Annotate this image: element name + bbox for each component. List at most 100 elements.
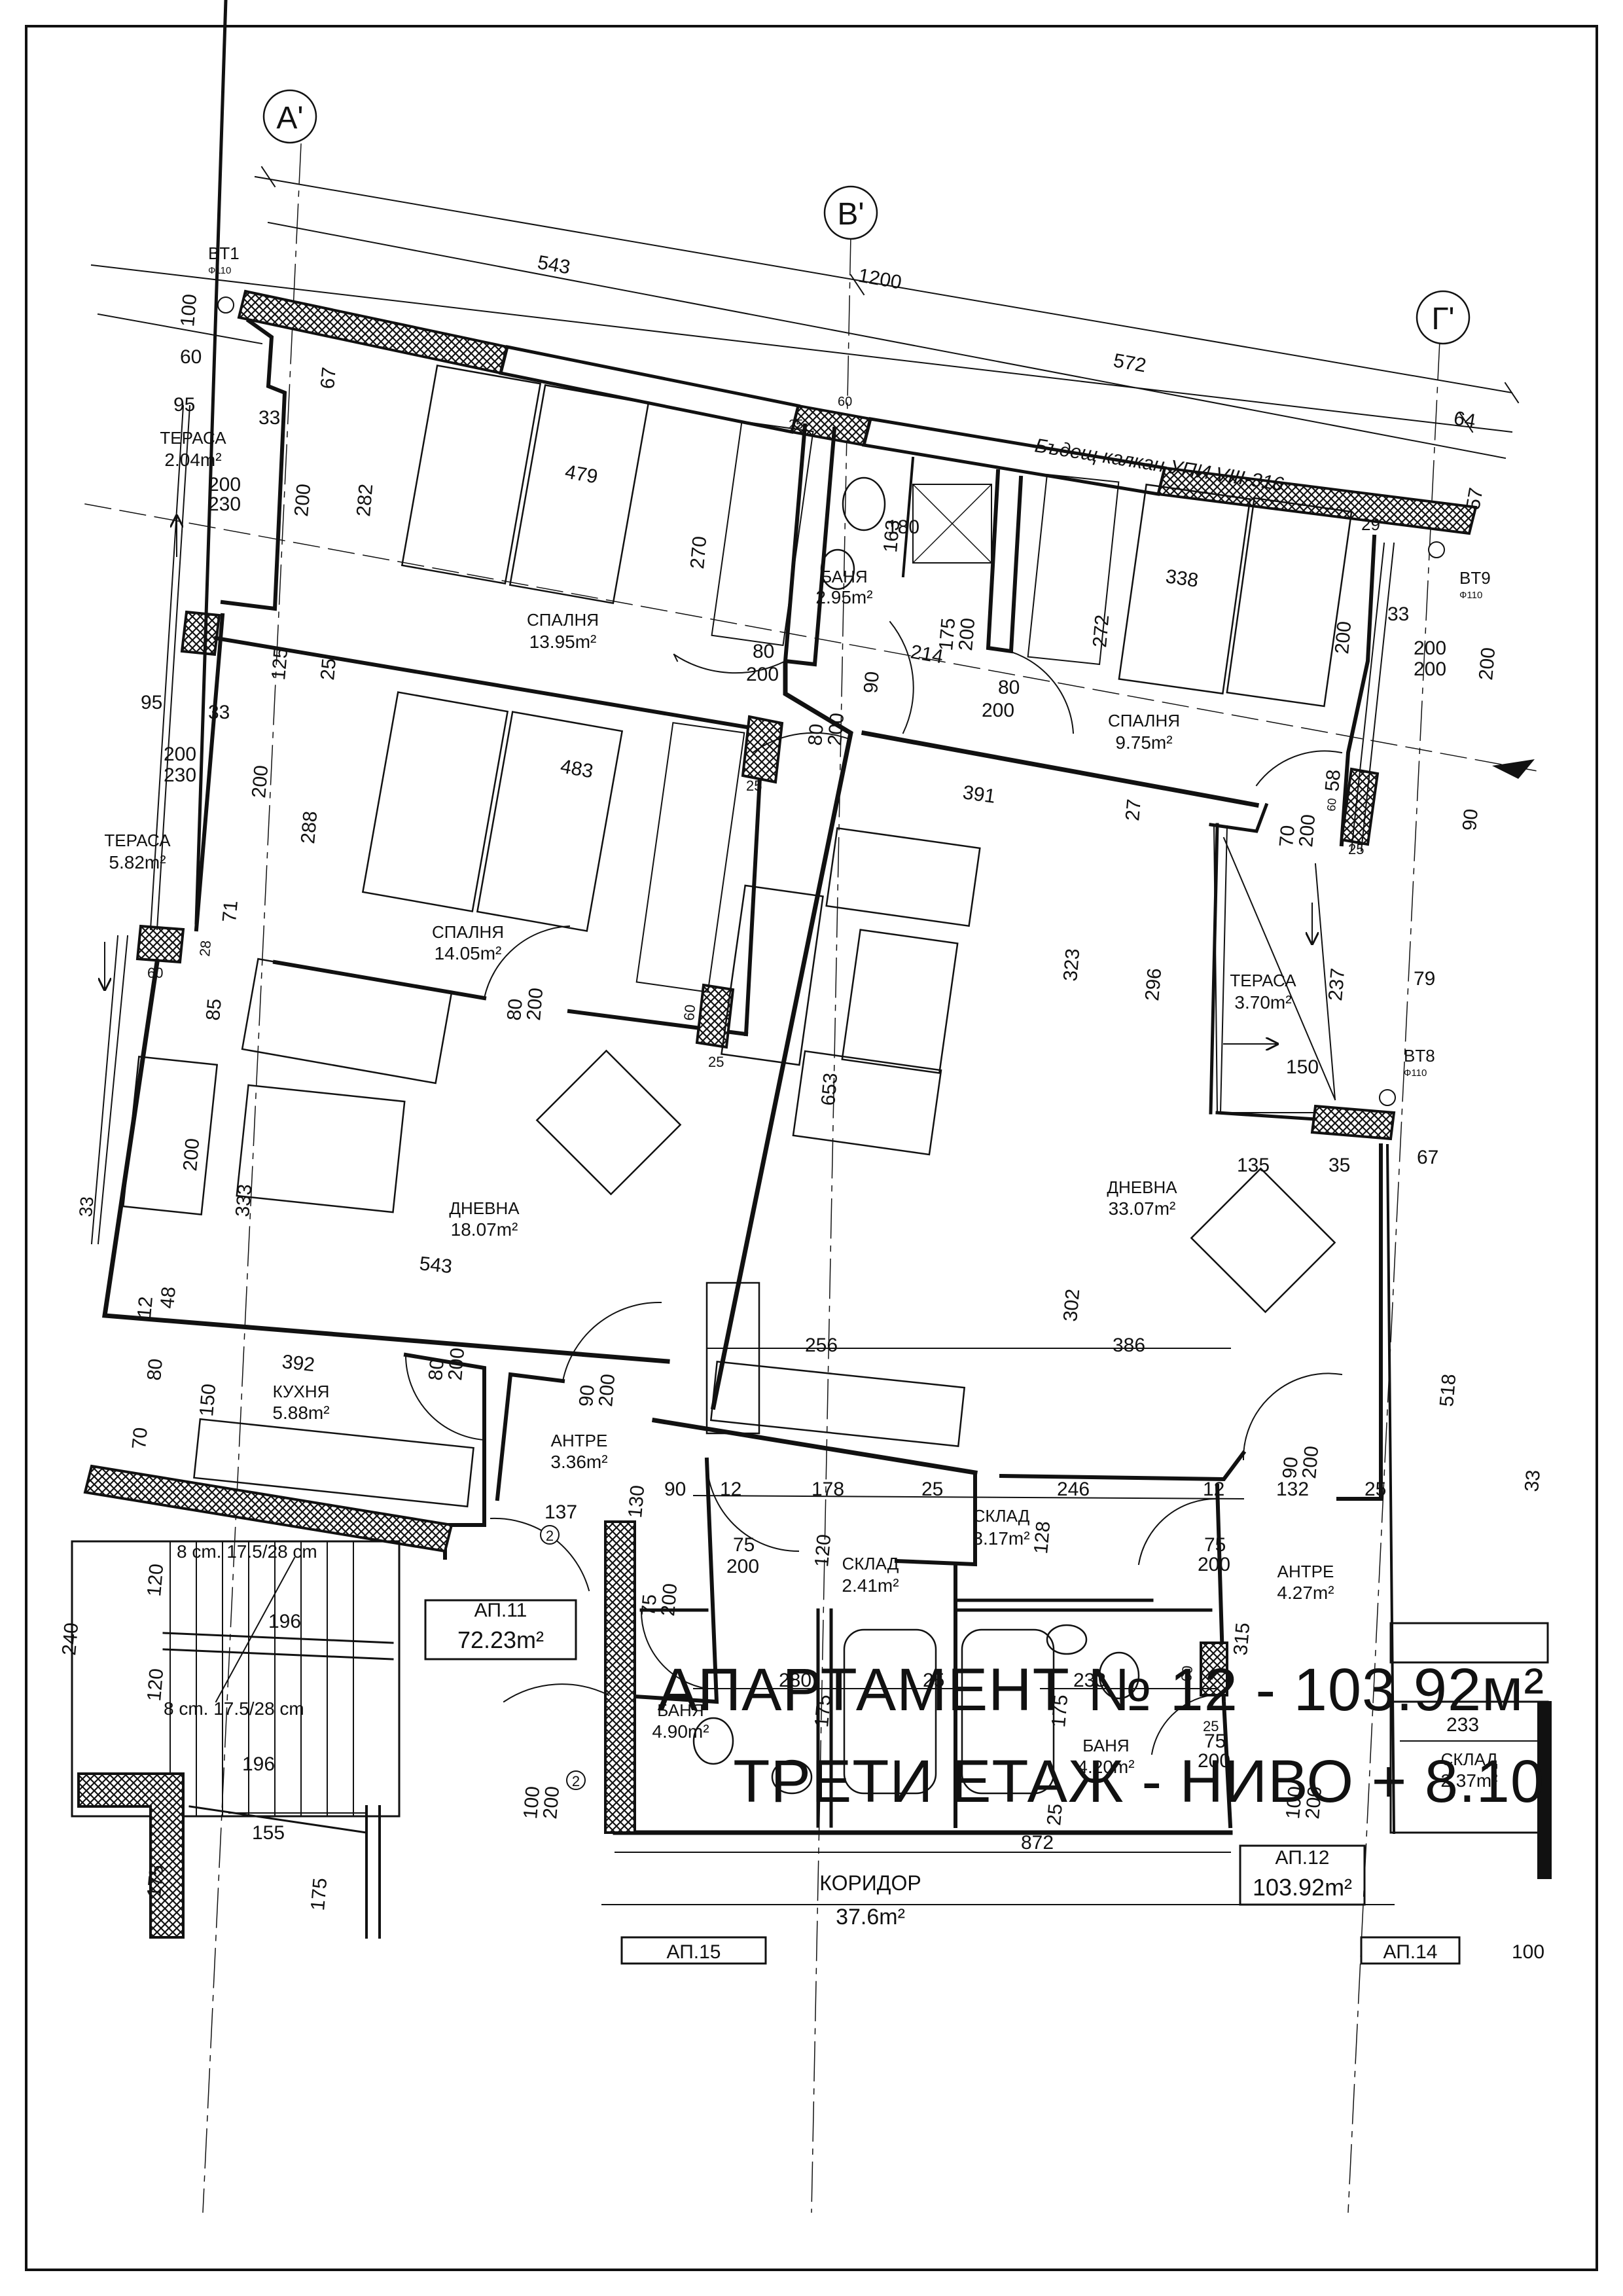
dim-175-200-b: 200	[955, 617, 979, 652]
dim-572: 572	[1112, 350, 1148, 376]
dim-79: 79	[1414, 968, 1435, 990]
dim-25-b: 25	[317, 657, 340, 681]
dim-333: 333	[232, 1183, 256, 1218]
grid-axis-a-marker: A'	[262, 89, 317, 144]
dim-90-rr: 90	[1459, 808, 1482, 831]
dim-315: 315	[1230, 1622, 1254, 1657]
marker-2-a: 2	[546, 1528, 554, 1544]
apartment-12-name: АП.12	[1275, 1847, 1330, 1869]
dim-200-l: 200	[291, 483, 315, 518]
dim-256: 256	[805, 1335, 838, 1356]
dim-150: 150	[1286, 1056, 1319, 1078]
dim-60-d: 60	[681, 1004, 698, 1022]
dim-483: 483	[559, 755, 595, 782]
dim-90-a: 90	[860, 670, 883, 694]
downpipe-bt9-symbol	[1428, 541, 1445, 558]
dim-200-200-r: 200	[1414, 637, 1446, 659]
dim-25-h: 25	[923, 1670, 944, 1691]
dim-25-i: 25	[1203, 1718, 1219, 1734]
apartment-11-area: 72.23m²	[457, 1626, 544, 1653]
dim-64: 64	[1452, 407, 1478, 432]
dim-100-200-a-t: 100	[520, 1785, 544, 1820]
dim-80-200-d-t: 80	[503, 997, 527, 1021]
dim-90-200-r-t: 90	[1279, 1456, 1302, 1479]
dim-25-c: 25	[746, 778, 762, 794]
dim-70-b: 70	[128, 1426, 152, 1450]
room-bedroom1-area: 13.95m²	[529, 632, 597, 652]
dim-128: 128	[1030, 1520, 1054, 1555]
dim-25-a: 25	[789, 418, 803, 432]
dim-75-200-c-t: 75	[637, 1593, 661, 1617]
dim-282: 282	[353, 483, 377, 518]
dim-288: 288	[297, 810, 321, 845]
dim-200-230-bot: 230	[208, 493, 241, 515]
dim-95-a: 95	[173, 394, 195, 416]
room-kitchen-area: 5.88m²	[272, 1403, 329, 1423]
dim-196-a: 196	[268, 1611, 301, 1632]
dim-338: 338	[1164, 565, 1200, 592]
room-kitchen-name: КУХНЯ	[273, 1382, 330, 1401]
room-corridor-name: КОРИДОР	[819, 1871, 921, 1895]
dim-25-d: 25	[1348, 841, 1364, 857]
dim-100-c: 100	[1512, 1941, 1544, 1963]
room-bath490-area: 4.90m²	[652, 1721, 709, 1742]
dim-1200: 1200	[857, 264, 903, 293]
dim-27: 27	[1122, 798, 1145, 821]
dim-67: 67	[317, 366, 340, 389]
downpipe-bt1-label: BT1	[208, 243, 240, 263]
dim-60-a: 60	[838, 395, 852, 409]
room-store2-name: СКЛАД	[973, 1506, 1030, 1526]
room-living11-area: 18.07m²	[451, 1219, 518, 1240]
room-terrace3-name: ТЕРАСА	[1230, 971, 1296, 990]
room-hall12-area: 4.27m²	[1277, 1583, 1334, 1603]
dim-80-200-c-b: 200	[824, 712, 848, 747]
stair-flight2-note: 8 cm. 17.5/28 cm	[164, 1698, 304, 1719]
room-store2-area: 3.17m²	[972, 1528, 1029, 1549]
grid-axis-v-label: B'	[837, 197, 864, 232]
dim-120-s2: 120	[143, 1668, 168, 1702]
dim-60-left: 60	[180, 346, 202, 368]
room-corridor-area: 37.6m²	[836, 1905, 905, 1929]
dim-80-200-a-b: 200	[746, 664, 779, 685]
room-terrace1-name: ТЕРАСА	[160, 428, 226, 448]
room-terrace2-name: ТЕРАСА	[104, 831, 171, 850]
room-living11-name: ДНЕВНА	[449, 1198, 520, 1218]
dim-67-b: 67	[1417, 1147, 1438, 1168]
dim-200-200-r2: 200	[1414, 658, 1446, 680]
apartment-11-name: АП.11	[474, 1600, 527, 1621]
downpipe-bt8-symbol	[1379, 1089, 1396, 1106]
plan-linework	[71, 0, 1552, 2213]
dim-120: 120	[811, 1534, 835, 1568]
downpipe-bt9-diameter: Ф110	[1459, 590, 1482, 601]
room-hall12-name: АНТРЕ	[1277, 1562, 1334, 1581]
dim-137: 137	[544, 1501, 577, 1523]
dim-95-b: 95	[141, 692, 162, 713]
dim-75-200-b-t: 75	[1204, 1534, 1226, 1556]
dim-70-200-t: 70	[1275, 824, 1299, 848]
dim-80-200-e-t: 80	[425, 1357, 448, 1381]
dim-12-c: 12	[1203, 1479, 1224, 1500]
dim-240: 240	[58, 1622, 82, 1657]
room-bedroom3-area: 14.05m²	[435, 943, 502, 963]
dim-200-230b-b: 230	[164, 764, 196, 786]
dim-60-e: 60	[1178, 1665, 1196, 1683]
dim-386: 386	[1113, 1335, 1145, 1356]
dim-75-200-b-b: 200	[1198, 1554, 1230, 1575]
grid-axis-g-marker: Г'	[1416, 290, 1471, 345]
dim-392: 392	[281, 1351, 315, 1376]
dim-175-s: 175	[143, 1864, 168, 1899]
sheet-title-line2: ТРЕТИ ЕТАЖ - НИВО + 8.10	[733, 1748, 1544, 1815]
dim-200-230b-t: 200	[164, 744, 196, 765]
dim-75-200-a-t: 75	[733, 1534, 755, 1556]
downpipe-bt1-diameter: Ф110	[208, 265, 231, 276]
grid-axis-v-marker: B'	[823, 185, 878, 240]
dim-75-200-a-b: 200	[726, 1556, 759, 1577]
downpipe-bt1-symbol	[217, 296, 234, 314]
dim-12-a: 12	[134, 1295, 157, 1319]
room-store1-name: СКЛАД	[842, 1554, 899, 1573]
room-hall11-area: 3.36m²	[550, 1452, 607, 1472]
dim-296: 296	[1141, 967, 1166, 1002]
dim-100-200-b-b: 200	[1302, 1785, 1326, 1820]
dim-233-b: 233	[1446, 1714, 1479, 1736]
dim-155: 155	[252, 1822, 285, 1844]
